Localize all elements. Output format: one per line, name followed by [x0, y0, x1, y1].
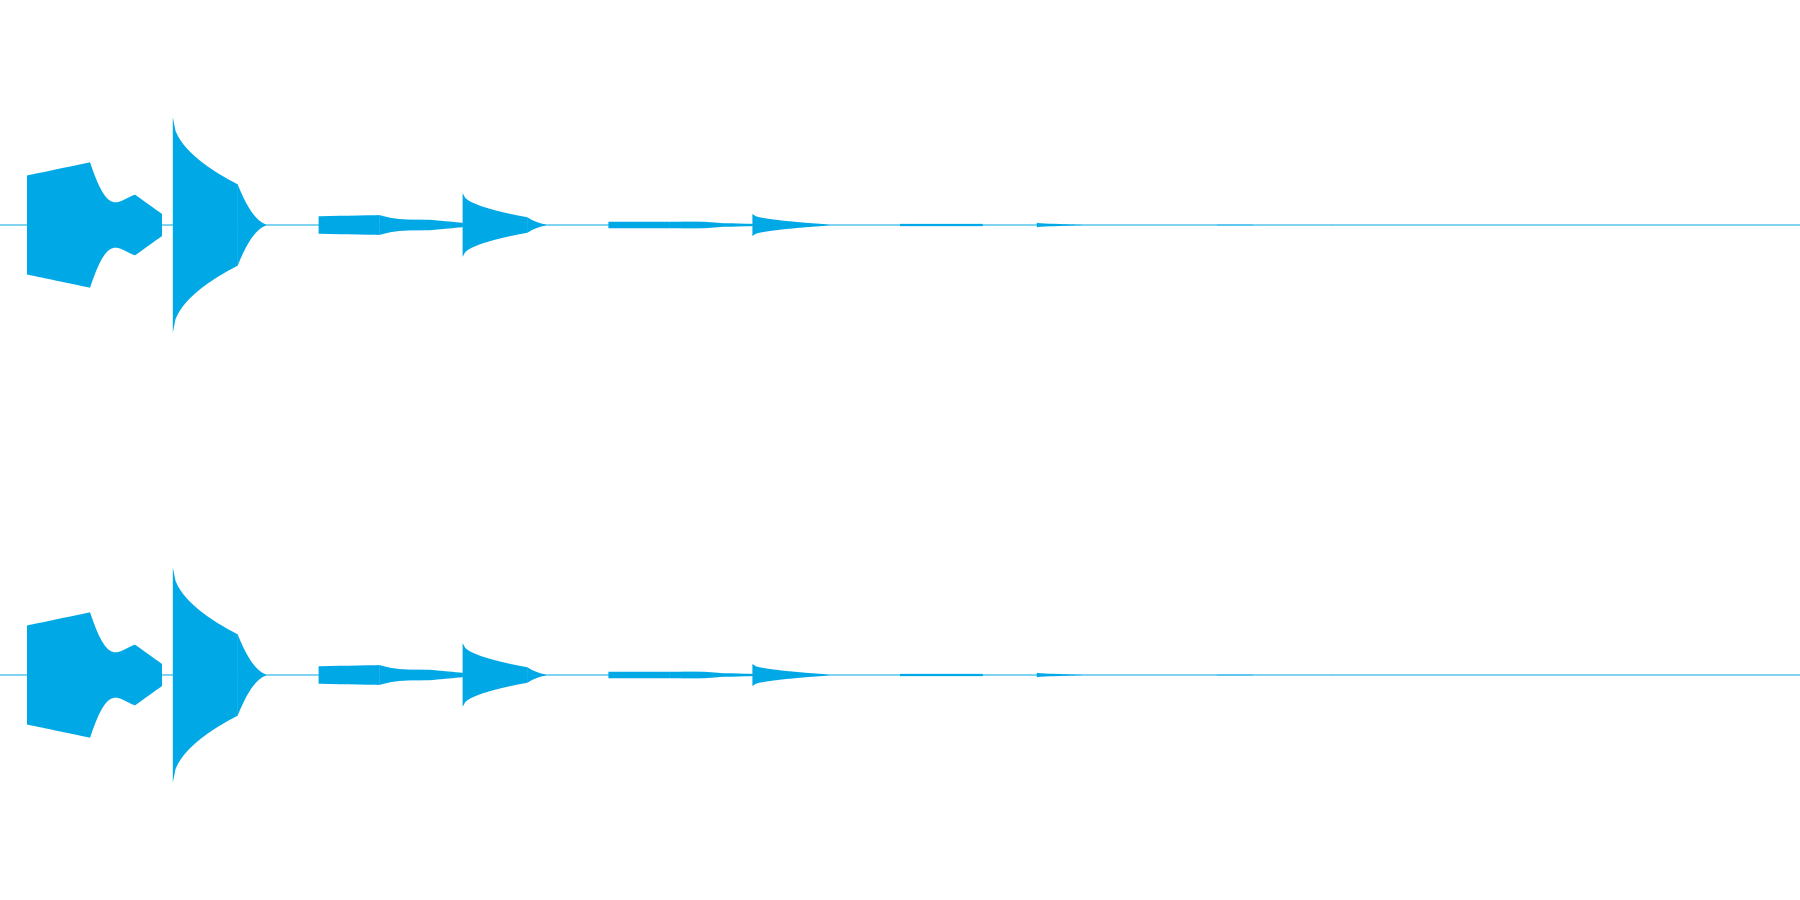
waveform-segment [1216, 674, 1253, 676]
waveform-segment [900, 223, 983, 227]
waveform-channel-1-svg [0, 117, 1800, 333]
waveform-segment [237, 634, 270, 716]
waveform-segment [1332, 674, 1383, 676]
waveform-segments [27, 567, 1383, 783]
waveform-segment [1332, 224, 1383, 226]
waveform-segment [379, 215, 463, 235]
waveform-segment [379, 665, 463, 685]
waveform-segment [90, 612, 162, 738]
waveform-segment [172, 117, 238, 333]
waveform-segment [462, 193, 528, 257]
waveform-segment [237, 184, 270, 266]
waveform-segment [462, 643, 528, 707]
waveform-segment [752, 664, 837, 686]
waveform-segment [27, 612, 90, 738]
waveform-segment [527, 667, 553, 683]
waveform-channel-2 [0, 450, 1800, 900]
waveform-segment [27, 162, 90, 288]
waveform-segment [1036, 222, 1116, 228]
waveform-segments [27, 117, 1383, 333]
waveform-segment [1216, 224, 1253, 226]
waveform-segment [900, 673, 983, 677]
waveform-segment [90, 162, 162, 288]
waveform-segment [669, 671, 753, 679]
waveform-channel-1 [0, 117, 1800, 333]
waveform-segment [608, 221, 670, 229]
waveform-segment [318, 215, 380, 235]
waveform-segment [318, 665, 380, 685]
waveform-channel-2-svg [0, 567, 1800, 783]
waveform-segment [172, 567, 238, 783]
waveform-segment [752, 214, 837, 236]
waveform-segment [527, 217, 553, 233]
waveform-segment [669, 221, 753, 229]
waveform-segment [608, 671, 670, 679]
waveform-segment [1036, 672, 1116, 678]
